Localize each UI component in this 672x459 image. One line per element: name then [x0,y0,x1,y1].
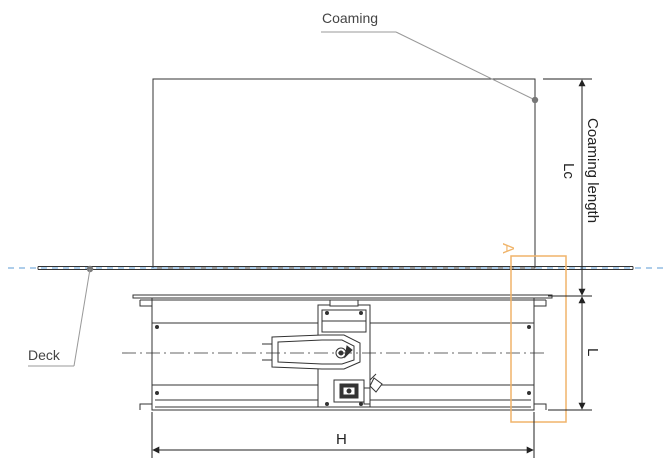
coaming-leader [321,31,539,104]
coaming-label: Coaming [322,10,378,26]
coaming-length-dimension [543,78,592,297]
h-label: H [336,431,347,448]
lc-label: Lc [560,163,577,179]
coaming-outline [152,78,536,269]
l-dimension [548,296,592,411]
detail-a-label: A [499,243,516,254]
l-label: L [584,348,601,356]
coaming-length-label: Coaming length [584,118,601,223]
deck-label: Deck [28,347,61,363]
deck-plate [37,266,634,270]
detail-a-box [510,255,567,423]
hatch-cover-assembly [132,294,553,411]
h-dimension [151,412,535,458]
deck-leader [28,265,94,367]
